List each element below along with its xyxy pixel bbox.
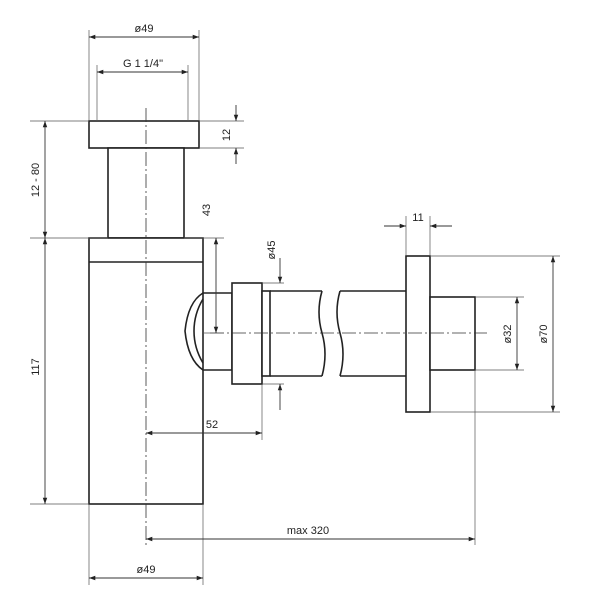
label-cap-height: 12 <box>221 129 233 141</box>
label-top-diameter: ø49 <box>135 23 154 35</box>
center-lines <box>145 108 487 545</box>
dimension-labels: ø49 G 1 1/4" 12 12 - 80 43 ø45 11 ø32 ø7… <box>30 23 550 576</box>
label-wall-pipe-diameter: ø32 <box>502 325 514 344</box>
label-thread: G 1 1/4" <box>123 58 163 70</box>
elbow-inner-curve <box>193 298 204 364</box>
label-flange-diameter: ø70 <box>538 325 550 344</box>
label-pipe-diameter: ø45 <box>266 241 278 260</box>
label-outlet-offset: 52 <box>206 419 218 431</box>
bottle-body <box>88 237 204 505</box>
label-bottom-diameter: ø49 <box>137 564 156 576</box>
label-max-length: max 320 <box>287 525 329 537</box>
wall-pipe <box>429 296 476 371</box>
siphon-parts <box>88 120 476 505</box>
dimension-lines <box>42 34 556 581</box>
elbow-connector <box>184 292 233 371</box>
label-body-height: 117 <box>30 358 42 376</box>
outlet-nut-collar <box>261 290 271 377</box>
top-cap <box>88 120 200 149</box>
label-adjust-range: 12 - 80 <box>30 163 42 197</box>
wall-flange <box>405 255 431 413</box>
label-outlet-height: 43 <box>201 204 213 216</box>
label-flange-thickness: 11 <box>412 212 423 224</box>
pipe-break-right <box>336 290 344 377</box>
outlet-nut <box>231 282 263 385</box>
pipe-break-left <box>318 290 326 377</box>
